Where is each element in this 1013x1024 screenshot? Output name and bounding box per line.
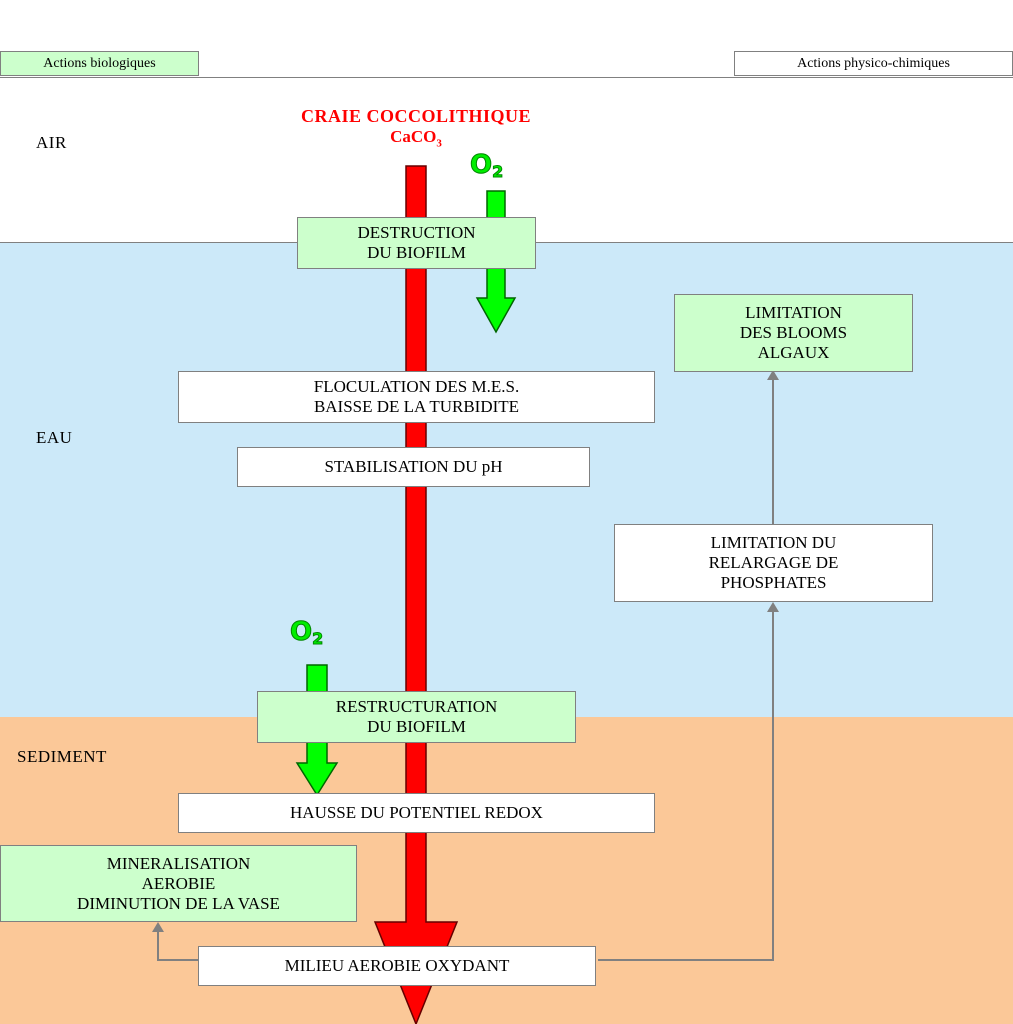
- box-stabilisation-ph: STABILISATION DU pH: [237, 447, 590, 487]
- zone-label-water: EAU: [36, 428, 73, 447]
- box-limitation-relargage: LIMITATION DU RELARGAGE DE PHOSPHATES: [614, 524, 933, 602]
- connector-milieu-to-relargage: [598, 610, 774, 961]
- chalk-arrow: [373, 165, 459, 1024]
- box-mineralisation: MINERALISATION AEROBIE DIMINUTION DE LA …: [0, 845, 357, 922]
- oxygen-label-bottom: O2: [289, 617, 324, 649]
- connector-head-relargage: [767, 602, 779, 612]
- zone-label-air: AIR: [36, 133, 67, 152]
- connector-arrowheads: [152, 370, 779, 932]
- chalk-title: CRAIE COCCOLITHIQUE CaCO3: [216, 106, 616, 149]
- zone-label-sediment: SEDIMENT: [17, 747, 107, 766]
- chalk-formula: CaCO3: [390, 127, 442, 150]
- connector-milieu-to-mineralisation: [157, 930, 198, 961]
- box-hausse-redox: HAUSSE DU POTENTIEL REDOX: [178, 793, 655, 833]
- box-floculation: FLOCULATION DES M.E.S. BAISSE DE LA TURB…: [178, 371, 655, 423]
- connector-head-blooms: [767, 370, 779, 380]
- air-layer: [0, 77, 1013, 243]
- legend-biological: Actions biologiques: [0, 51, 199, 76]
- connector-head-mineralisation: [152, 922, 164, 932]
- box-limitation-blooms: LIMITATION DES BLOOMS ALGAUX: [674, 294, 913, 372]
- box-restructuration-biofilm: RESTRUCTURATION DU BIOFILM: [257, 691, 576, 743]
- oxygen-label-top: O2: [469, 150, 504, 182]
- box-milieu-aerobie: MILIEU AEROBIE OXYDANT: [198, 946, 596, 986]
- chalk-title-line1: CRAIE COCCOLITHIQUE: [300, 106, 532, 126]
- legend-physico-chemical: Actions physico-chimiques: [734, 51, 1013, 76]
- box-destruction-biofilm: DESTRUCTION DU BIOFILM: [297, 217, 536, 269]
- connector-lines: [157, 378, 774, 961]
